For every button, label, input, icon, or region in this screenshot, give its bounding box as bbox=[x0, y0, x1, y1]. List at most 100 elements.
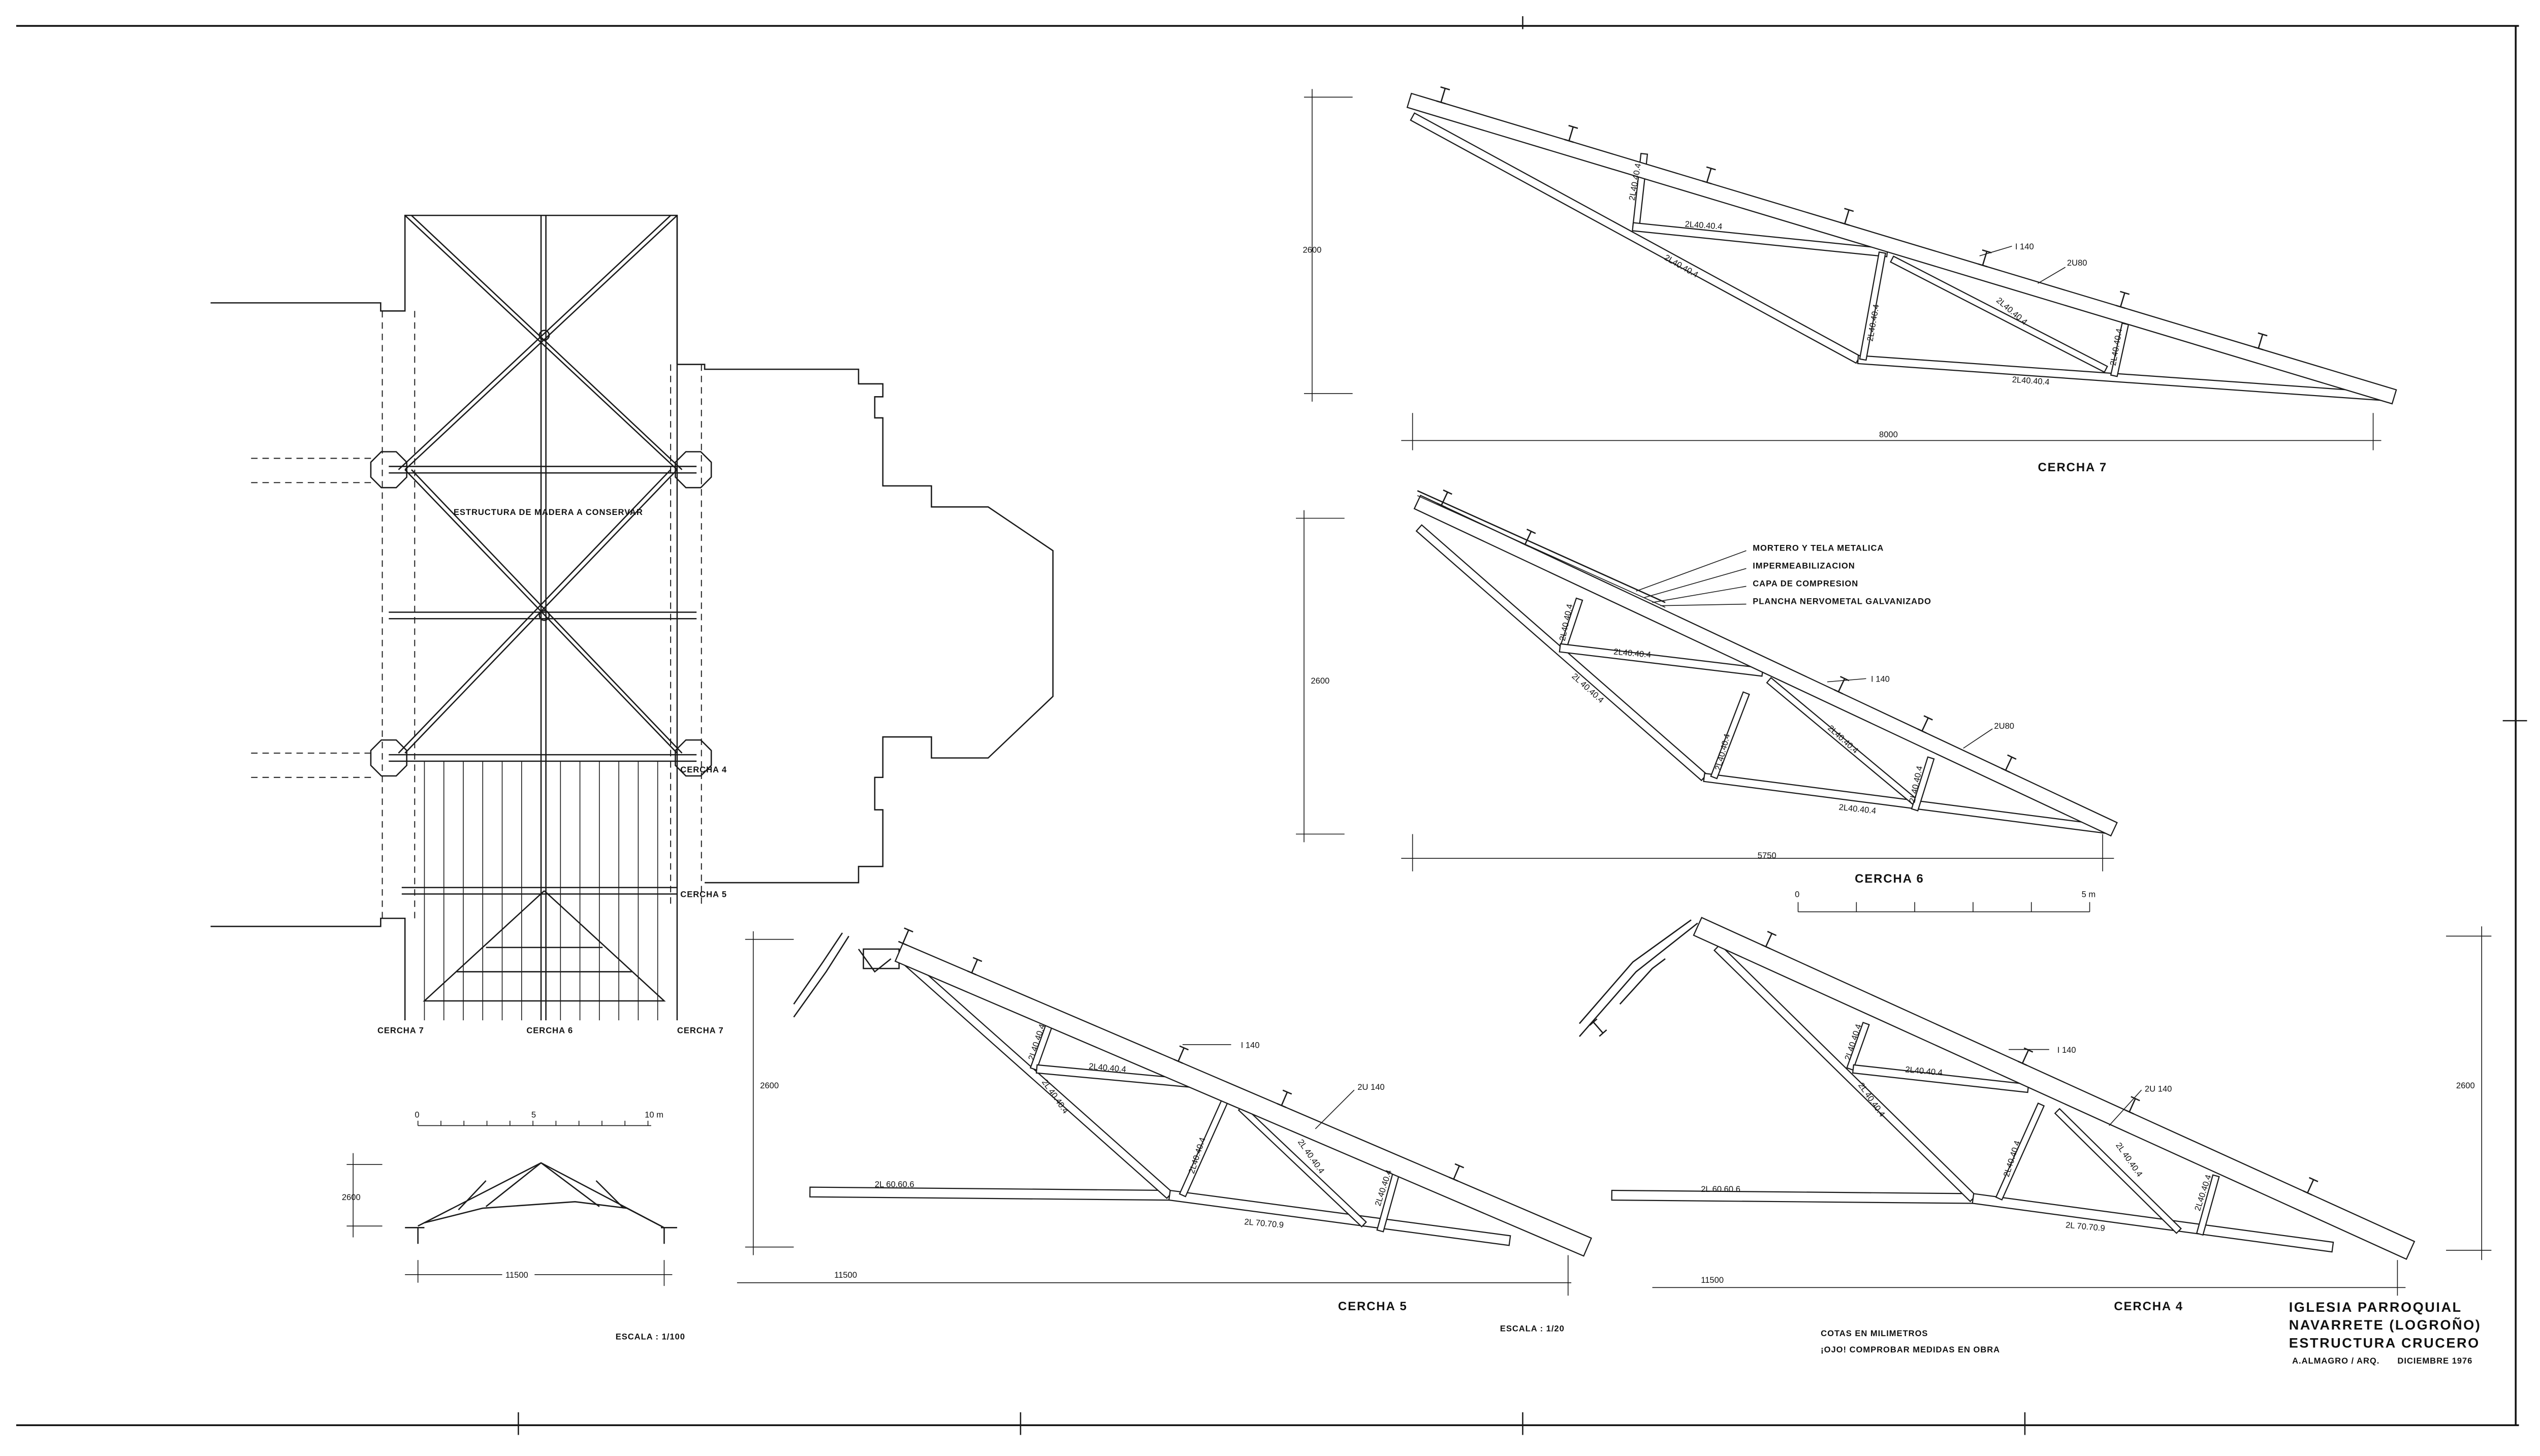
cercha4-top-chord-label: 2U 140 bbox=[2145, 1084, 2172, 1093]
purlin-flange bbox=[1179, 1045, 1189, 1051]
roof-layer-3: CAPA DE COMPRESION bbox=[1753, 578, 1858, 588]
small-section-scale: ESCALA : 1/100 bbox=[616, 1332, 685, 1341]
title-line-2: NAVARRETE (LOGROÑO) bbox=[2289, 1317, 2482, 1333]
plan-scale-bar: 0 5 10 m bbox=[415, 1110, 663, 1126]
purlin-web bbox=[1440, 88, 1446, 103]
cercha7-truss bbox=[1406, 86, 2397, 405]
cercha4-left-web bbox=[1619, 958, 1666, 1005]
cercha7-height: 2600 bbox=[1303, 245, 1321, 254]
cercha5-bottom-chord bbox=[1168, 1189, 1511, 1246]
pillar bbox=[675, 739, 712, 777]
purlin-flange bbox=[2001, 767, 2011, 773]
cercha4-bottom-chord: 2L 70.70.9 bbox=[2065, 1220, 2105, 1233]
purlin-flange bbox=[1568, 124, 1578, 129]
cercha7-bottom-chord: 2L40.40.4 bbox=[2012, 375, 2050, 387]
cercha4-web bbox=[1995, 1102, 2045, 1201]
cercha4-lower-chord: 2L 40.40.4 bbox=[1856, 1081, 1887, 1119]
cercha4-title: CERCHA 4 bbox=[2114, 1300, 2183, 1313]
purlin-i-section bbox=[1761, 930, 1777, 950]
cercha6-height: 2600 bbox=[1311, 676, 1329, 686]
purlin-flange bbox=[972, 957, 982, 962]
cercha4-height: 2600 bbox=[2456, 1081, 2475, 1090]
purlin-flange bbox=[1449, 1176, 1458, 1182]
cercha4-left-rafter bbox=[1579, 919, 1692, 1024]
cercha7-web bbox=[1890, 255, 2108, 373]
purlin-web bbox=[2120, 293, 2125, 307]
note-units: COTAS EN MILIMETROS bbox=[1821, 1329, 1928, 1338]
roof-layer-4: PLANCHA NERVOMETAL GALVANIZADO bbox=[1753, 597, 1931, 606]
purlin-web bbox=[2307, 1179, 2314, 1193]
cercha4-web bbox=[2054, 1108, 2182, 1234]
purlin-flange bbox=[1436, 100, 1446, 105]
purlin-flange bbox=[2253, 346, 2264, 350]
cercha6-scale-0: 0 bbox=[1795, 890, 1799, 899]
cercha7-purlin-label: I 140 bbox=[2015, 242, 2034, 251]
cercha4-span: 11500 bbox=[1701, 1275, 1724, 1285]
purlin-flange bbox=[1761, 944, 1771, 950]
purlin-web bbox=[2129, 1098, 2136, 1112]
purlin-i-section bbox=[1589, 1018, 1607, 1037]
purlin-i-section bbox=[1437, 489, 1452, 508]
purlin-i-section bbox=[1702, 166, 1716, 185]
purlin-flange bbox=[1978, 263, 1988, 268]
cercha4-top-chord bbox=[1693, 917, 2416, 1260]
cercha5-top-chord bbox=[894, 943, 1592, 1257]
purlin-i-section bbox=[2124, 1096, 2140, 1115]
purlin-flange bbox=[2120, 290, 2130, 295]
purlin-i-section bbox=[967, 957, 982, 976]
small-section-height: 2600 bbox=[342, 1192, 361, 1202]
cercha5-span: 11500 bbox=[834, 1270, 857, 1280]
purlin-web bbox=[1281, 1091, 1288, 1106]
purlin-flange bbox=[2007, 754, 2017, 760]
purlin-flange bbox=[904, 927, 913, 933]
purlin-web bbox=[2258, 334, 2264, 349]
purlin-i-section bbox=[2115, 290, 2130, 309]
cercha4-truss bbox=[1579, 917, 2416, 1260]
purlin-flange bbox=[1923, 715, 1933, 721]
purlin-web bbox=[1765, 933, 1773, 947]
purlin-web bbox=[2005, 757, 2013, 771]
cercha5-title: CERCHA 5 bbox=[1338, 1300, 1408, 1313]
cercha6-top-chord bbox=[1413, 495, 2118, 837]
purlin-flange bbox=[2131, 1096, 2140, 1102]
cercha6-title: CERCHA 6 bbox=[1855, 872, 1924, 886]
purlin-flange bbox=[1767, 930, 1777, 936]
purlin-flange bbox=[2303, 1190, 2312, 1196]
purlin-web bbox=[1706, 168, 1712, 183]
cercha5-bottom-chord: 2L 70.70.9 bbox=[1244, 1217, 1284, 1230]
purlin-flange bbox=[1917, 728, 1927, 734]
floor-plan: ESTRUCTURA DE MADERA A CONSERVAR CERCHA … bbox=[210, 214, 1054, 1036]
purlin-flange bbox=[1839, 221, 1850, 226]
cercha7-title: CERCHA 7 bbox=[2038, 461, 2107, 474]
purlin-flange bbox=[1437, 502, 1446, 508]
purlin-flange bbox=[2115, 305, 2125, 309]
cercha6-bottom-chord: 2L40.40.4 bbox=[1838, 802, 1877, 816]
scale-bar-0: 0 bbox=[415, 1110, 419, 1119]
purlin-i-section bbox=[2001, 754, 2017, 773]
cercha5-height: 2600 bbox=[760, 1081, 779, 1090]
title-author: A.ALMAGRO / ARQ. bbox=[2292, 1356, 2379, 1366]
notes: COTAS EN MILIMETROS ¡OJO! COMPROBAR MEDI… bbox=[1821, 1329, 2000, 1354]
purlin-web bbox=[1593, 1021, 1604, 1034]
purlin-i-section bbox=[1520, 529, 1536, 547]
cercha4-tie: 2L 60.60.6 bbox=[1701, 1184, 1740, 1194]
purlin-flange bbox=[1982, 249, 1992, 253]
purlin-i-section bbox=[898, 927, 913, 946]
plan-label-cercha4: CERCHA 4 bbox=[680, 765, 727, 774]
cercha6-truss bbox=[1413, 489, 2118, 837]
purlin-flange bbox=[1564, 139, 1574, 143]
purlin-flange bbox=[1599, 1029, 1607, 1037]
cercha4-web bbox=[2196, 1174, 2220, 1236]
note-check: ¡OJO! COMPROBAR MEDIDAS EN OBRA bbox=[1821, 1345, 2000, 1354]
roof-layer-1: MORTERO Y TELA METALICA bbox=[1753, 543, 1884, 553]
purlin-flange bbox=[1526, 529, 1536, 534]
purlin-flange bbox=[1173, 1058, 1183, 1064]
purlin-web bbox=[1441, 492, 1448, 506]
cercha5-left-rafter bbox=[793, 932, 843, 1005]
purlin-flange bbox=[1844, 208, 1854, 212]
purlin-i-section bbox=[1436, 86, 1450, 105]
purlin-i-section bbox=[2253, 332, 2268, 350]
small-truss-section: 2600 11500 ESCALA : 1/100 bbox=[342, 1153, 685, 1341]
purlin-flange bbox=[2308, 1177, 2319, 1182]
cercha5-tie bbox=[809, 1186, 1170, 1201]
